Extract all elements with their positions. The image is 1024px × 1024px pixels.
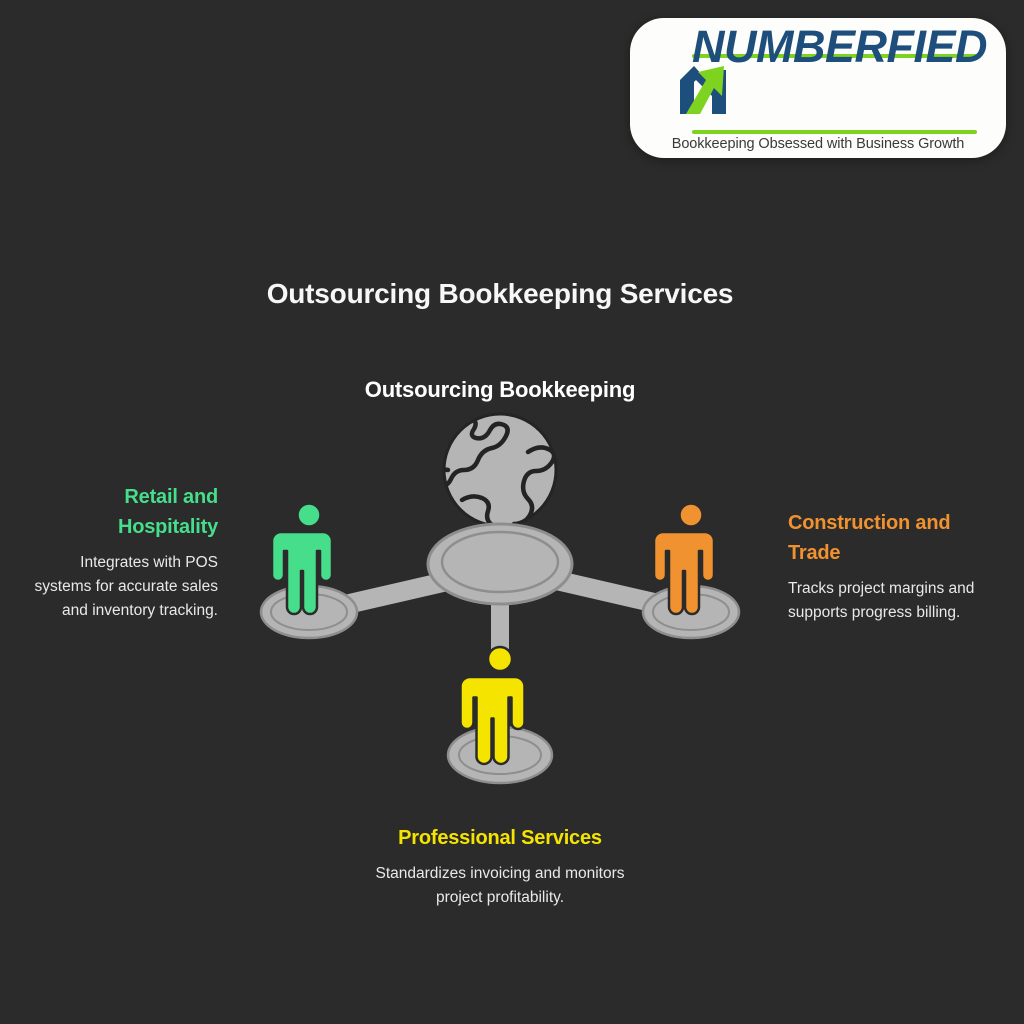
node-construction-trade: Construction and Trade Tracks project ma… (788, 508, 993, 625)
node-heading-professional: Professional Services (398, 827, 602, 849)
node-retail-hospitality: Retail and Hospitality Integrates with P… (28, 482, 219, 623)
center-node-label: Outsourcing Bookkeeping (364, 377, 636, 402)
node-description-professional: Standardizes invoicing and monitors proj… (375, 865, 625, 907)
node-platform-right (641, 584, 741, 640)
brand-logo-card: NUMBERFIED Bookkeeping Obsessed with Bus… (630, 18, 1006, 158)
node-platform-bottom (446, 725, 554, 785)
person-icon-retail (270, 502, 334, 616)
node-description-retail: Integrates with POS systems for accurate… (34, 554, 218, 620)
person-icon-professional (459, 645, 526, 766)
logo-rule-top (692, 54, 977, 58)
logo-brand-name: NUMBERFIED (692, 21, 988, 72)
node-platform-left (259, 584, 359, 640)
node-professional-services: Professional Services Standardizes invoi… (372, 823, 628, 910)
logo-tagline: Bookkeeping Obsessed with Business Growt… (671, 136, 965, 152)
person-icon-construction (652, 502, 716, 616)
node-heading-retail: Retail and Hospitality (117, 486, 218, 538)
logo-wordmark (680, 66, 726, 114)
globe-icon (442, 412, 558, 528)
node-heading-construction: Construction and Trade (788, 512, 951, 564)
connector-spokes (318, 566, 690, 664)
node-description-construction: Tracks project margins and supports prog… (788, 580, 975, 622)
page-title: Outsourcing Bookkeeping Services (266, 278, 734, 309)
logo-rule-bottom (692, 130, 977, 134)
hub-platform (426, 522, 574, 606)
